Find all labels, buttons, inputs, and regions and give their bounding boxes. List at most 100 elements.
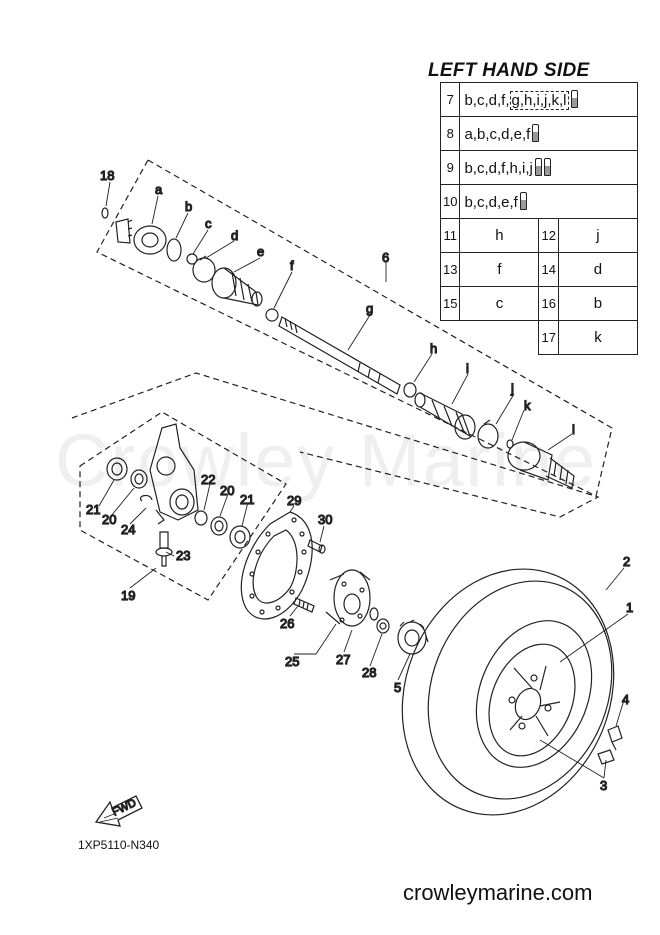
legend-row: 7 b,c,d,f,g,h,i,j,k,l bbox=[439, 82, 638, 117]
callout-1: 1 bbox=[626, 600, 633, 615]
bearing-21b-part bbox=[230, 526, 250, 548]
side-title: LEFT HAND SIDE bbox=[428, 60, 590, 81]
callout-23: 23 bbox=[176, 548, 190, 563]
callout-24: 24 bbox=[121, 522, 135, 537]
legend-boxed-codes: g,h,i,j,k,l bbox=[509, 91, 569, 110]
callout-21a: 21 bbox=[86, 502, 100, 517]
callout-19: 19 bbox=[121, 588, 135, 603]
grease-vial-icon bbox=[532, 124, 540, 142]
grease-vial-icon bbox=[570, 90, 578, 108]
clip-k-part bbox=[507, 440, 513, 448]
boot-e-part bbox=[212, 268, 262, 306]
legend-codes: b,c,d,f,g,h,i,j,k,l bbox=[459, 82, 638, 117]
legend-num: 12 bbox=[538, 218, 559, 253]
washer-28-part bbox=[377, 619, 389, 633]
callout-27: 27 bbox=[336, 652, 350, 667]
fwd-label: FWD bbox=[110, 797, 138, 819]
clip-24-part bbox=[141, 495, 164, 524]
legend-codes: a,b,c,d,e,f bbox=[459, 116, 638, 151]
legend-num: 9 bbox=[439, 150, 461, 185]
band-j-part bbox=[478, 420, 498, 448]
legend-pair-row: 15 c 16 b bbox=[439, 286, 638, 321]
callout-e: e bbox=[257, 244, 264, 259]
legend-val: f bbox=[459, 252, 540, 287]
site-url: crowleymarine.com bbox=[403, 880, 593, 905]
callout-g: g bbox=[366, 301, 373, 316]
fwd-arrow-icon: FWD bbox=[96, 796, 142, 826]
callout-29: 29 bbox=[287, 493, 301, 508]
valve-4-part bbox=[608, 726, 622, 750]
callout-2: 2 bbox=[623, 554, 630, 569]
legend-pair-row: 17 k bbox=[441, 320, 638, 355]
callout-i: i bbox=[466, 361, 469, 376]
callout-k: k bbox=[524, 398, 531, 413]
legend-val: d bbox=[557, 252, 638, 287]
wheel-1-part bbox=[473, 631, 591, 769]
callout-a: a bbox=[155, 182, 163, 197]
callout-30: 30 bbox=[318, 512, 332, 527]
legend-codes: b,c,d,f,h,i,j bbox=[459, 150, 638, 185]
washer-27-part bbox=[370, 608, 378, 620]
outer-joint-a-part bbox=[116, 219, 166, 254]
clip-b-part bbox=[167, 239, 181, 261]
boot-clamp-18-part bbox=[102, 208, 108, 218]
callout-26: 26 bbox=[280, 616, 294, 631]
bolt-26-part bbox=[294, 598, 314, 612]
callout-d: d bbox=[231, 228, 238, 243]
knuckle-dashed-box bbox=[80, 412, 286, 600]
boot-i-part bbox=[415, 393, 475, 439]
band-h-part bbox=[404, 383, 416, 397]
seal-20b-part bbox=[211, 517, 227, 535]
legend-num: 15 bbox=[439, 286, 461, 321]
legend-val: b bbox=[557, 286, 638, 321]
hub-part bbox=[326, 570, 370, 626]
ball-joint-23-part bbox=[156, 532, 172, 566]
seal-20a-part bbox=[131, 470, 147, 488]
legend-row: 9 b,c,d,f,h,i,j bbox=[439, 150, 638, 185]
callout-j: j bbox=[510, 381, 514, 396]
legend-row: 10 b,c,d,e,f bbox=[439, 184, 638, 219]
tire-2-part bbox=[366, 537, 650, 847]
legend-num: 7 bbox=[439, 82, 461, 117]
band-f-part bbox=[266, 309, 278, 321]
nut-3-part bbox=[598, 750, 614, 764]
grease-vial-icon bbox=[543, 158, 551, 176]
legend-num: 16 bbox=[538, 286, 559, 321]
callout-22: 22 bbox=[201, 472, 215, 487]
legend-pair-row: 13 f 14 d bbox=[439, 252, 638, 287]
nut-5-part bbox=[398, 620, 428, 654]
knuckle-part bbox=[150, 424, 198, 520]
callout-b: b bbox=[185, 199, 192, 214]
grease-vial-icon bbox=[534, 158, 542, 176]
legend-pair-row: 11 h 12 j bbox=[439, 218, 638, 253]
legend-val: h bbox=[459, 218, 540, 253]
legend-val: c bbox=[459, 286, 540, 321]
bolt-30-part bbox=[308, 540, 325, 553]
callout-25: 25 bbox=[285, 654, 299, 669]
watermark: Crowley Marine bbox=[55, 419, 598, 502]
legend-num: 17 bbox=[538, 320, 559, 355]
legend-num: 8 bbox=[439, 116, 461, 151]
callout-l: l bbox=[572, 422, 575, 437]
bearing-21a-part bbox=[107, 458, 127, 480]
diagram-code: 1XP5110-N340 bbox=[78, 838, 160, 852]
legend-table: 7 b,c,d,f,g,h,i,j,k,l 8 a,b,c,d,e,f 9 b,… bbox=[439, 82, 638, 355]
legend-codes: b,c,d,e,f bbox=[459, 184, 638, 219]
legend-val: k bbox=[557, 320, 638, 355]
legend-val: j bbox=[557, 218, 638, 253]
grease-vial-icon bbox=[519, 192, 527, 210]
callout-h: h bbox=[430, 341, 437, 356]
brake-disc-29-part bbox=[241, 512, 312, 619]
leader-lines bbox=[99, 182, 628, 778]
legend-num: 11 bbox=[439, 218, 461, 253]
callout-20a: 20 bbox=[102, 512, 116, 527]
callout-3: 3 bbox=[600, 778, 607, 793]
band-d-part bbox=[193, 256, 215, 282]
callout-f: f bbox=[290, 258, 294, 273]
callout-4: 4 bbox=[622, 692, 629, 707]
legend-row: 8 a,b,c,d,e,f bbox=[439, 116, 638, 151]
inner-joint-l-part bbox=[508, 442, 574, 488]
assembly-dashed-box bbox=[72, 373, 598, 517]
callout-6: 6 bbox=[382, 250, 389, 265]
